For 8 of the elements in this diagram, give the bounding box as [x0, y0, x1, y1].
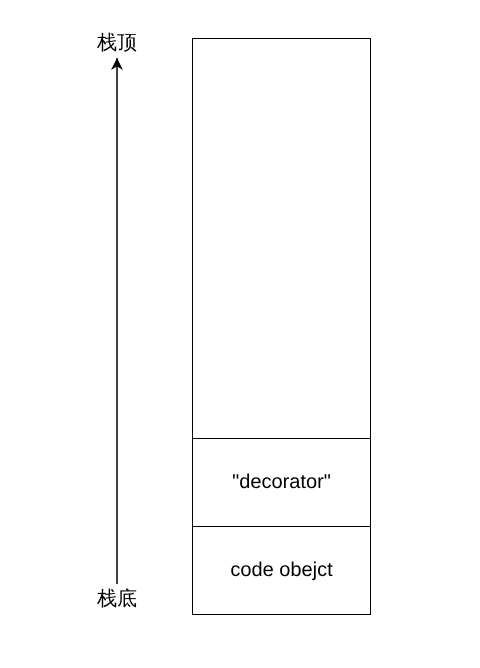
stack-top-label: 栈顶: [97, 31, 137, 55]
stack-frame: [192, 526, 371, 615]
frame-label: "decorator": [232, 470, 331, 494]
frame-label: code obejct: [230, 558, 333, 582]
stack-frame: [192, 38, 371, 439]
stack-frame: [192, 438, 371, 527]
stack-bottom-label: 栈底: [97, 587, 137, 611]
arrow: [111, 58, 123, 584]
